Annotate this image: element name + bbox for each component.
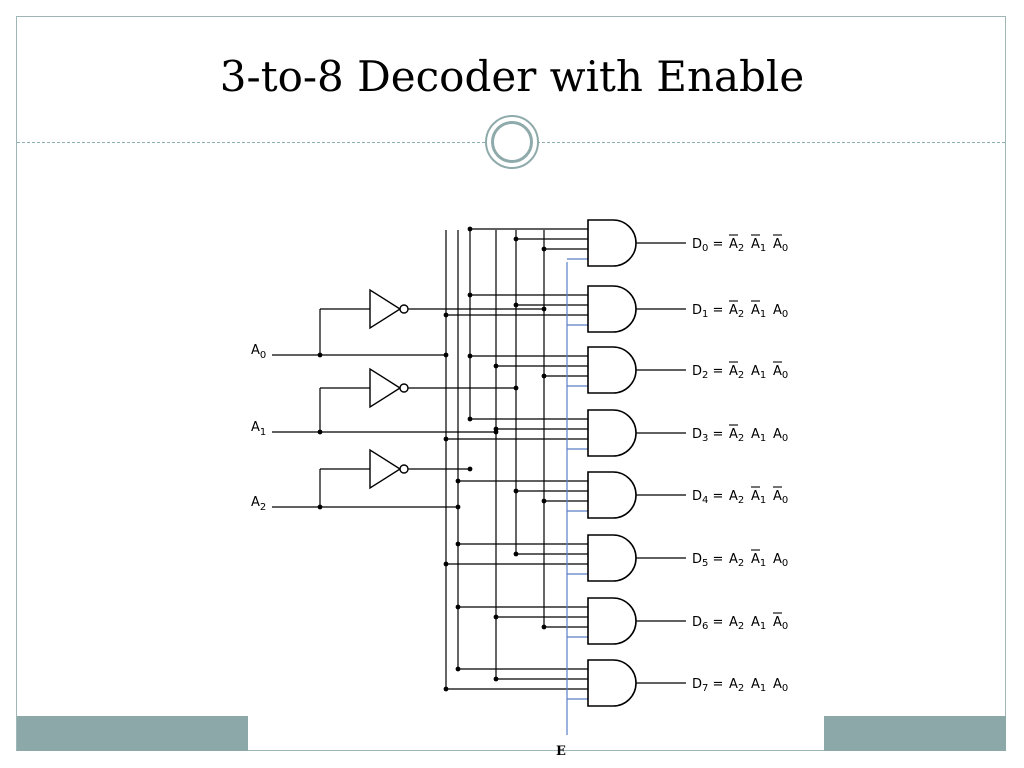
output-label: D0 = <box>692 237 723 254</box>
output-label: D1 = <box>692 303 723 320</box>
term-label: A0 <box>773 303 788 320</box>
junction-dot <box>467 353 473 359</box>
term-label: A2 <box>729 489 744 506</box>
junction-dot <box>493 363 499 369</box>
output-label: D7 = <box>692 677 723 694</box>
junction-dot <box>455 604 461 610</box>
term-label: A0 <box>773 237 788 254</box>
inverter-bubble-icon <box>399 464 409 474</box>
output-label: D3 = <box>692 427 723 444</box>
junction-dots <box>317 226 547 692</box>
term-label: A1 <box>751 364 766 381</box>
junction-dot <box>455 504 461 510</box>
and-gate-icon <box>587 346 637 394</box>
inverter-bubble-icon <box>399 383 409 393</box>
input-label: A2 <box>251 495 266 513</box>
output-label: D5 = <box>692 552 723 569</box>
junction-dot <box>541 498 547 504</box>
junction-dot <box>513 488 519 494</box>
slide-frame <box>16 16 1006 751</box>
and-gate-icon <box>587 597 637 645</box>
enable-label: E <box>556 744 566 759</box>
junction-dot <box>513 302 519 308</box>
term-label: A1 <box>751 489 766 506</box>
term-label: A2 <box>729 364 744 381</box>
junction-dot <box>467 466 473 472</box>
term-label: A1 <box>751 615 766 632</box>
term-label: A2 <box>729 237 744 254</box>
junction-dot <box>513 385 519 391</box>
term-label: A0 <box>773 427 788 444</box>
wires <box>272 228 686 735</box>
term-label: A0 <box>773 489 788 506</box>
junction-dot <box>455 666 461 672</box>
circle-ornament-inner-icon <box>491 121 533 163</box>
term-label: A0 <box>773 677 788 694</box>
and-gate-icon <box>587 659 637 707</box>
not-gate-icon <box>369 288 402 330</box>
output-label: D2 = <box>692 364 723 381</box>
slide-title: 3-to-8 Decoder with Enable <box>219 52 805 101</box>
junction-dot <box>317 352 323 358</box>
inverter-bubble-icon <box>399 304 409 314</box>
term-label: A2 <box>729 427 744 444</box>
gates <box>369 219 637 707</box>
junction-dot <box>443 436 449 442</box>
junction-dot <box>317 429 323 435</box>
output-label: D6 = <box>692 615 723 632</box>
junction-dot <box>513 236 519 242</box>
term-label: A2 <box>729 552 744 569</box>
footer-bar-left <box>17 716 248 751</box>
footer-bar-right <box>824 716 1006 751</box>
junction-dot <box>467 292 473 298</box>
term-label: A1 <box>751 677 766 694</box>
junction-dot <box>455 478 461 484</box>
junction-dot <box>541 373 547 379</box>
junction-dot <box>455 541 461 547</box>
term-label: A1 <box>751 303 766 320</box>
and-gate-icon <box>587 219 637 267</box>
junction-dot <box>541 246 547 252</box>
term-label: A2 <box>729 303 744 320</box>
junction-dot <box>541 624 547 630</box>
and-gate-icon <box>587 534 637 582</box>
term-label: A1 <box>751 552 766 569</box>
input-label: A1 <box>251 420 266 438</box>
junction-dot <box>493 614 499 620</box>
junction-dot <box>467 226 473 232</box>
and-gate-icon <box>587 285 637 333</box>
term-label: A0 <box>773 364 788 381</box>
junction-dot <box>443 312 449 318</box>
not-gate-icon <box>369 448 402 490</box>
junction-dot <box>493 429 499 435</box>
not-gate-icon <box>369 367 402 409</box>
junction-dot <box>467 416 473 422</box>
term-label: A2 <box>729 677 744 694</box>
junction-dot <box>443 561 449 567</box>
input-label: A0 <box>251 343 266 361</box>
term-label: A0 <box>773 615 788 632</box>
junction-dot <box>443 352 449 358</box>
junction-dot <box>443 686 449 692</box>
output-label: D4 = <box>692 489 723 506</box>
junction-dot <box>541 306 547 312</box>
and-gate-icon <box>587 471 637 519</box>
term-label: A1 <box>751 427 766 444</box>
junction-dot <box>513 551 519 557</box>
term-label: A0 <box>773 552 788 569</box>
term-label: A2 <box>729 615 744 632</box>
junction-dot <box>493 676 499 682</box>
junction-dot <box>317 504 323 510</box>
term-label: A1 <box>751 237 766 254</box>
and-gate-icon <box>587 409 637 457</box>
